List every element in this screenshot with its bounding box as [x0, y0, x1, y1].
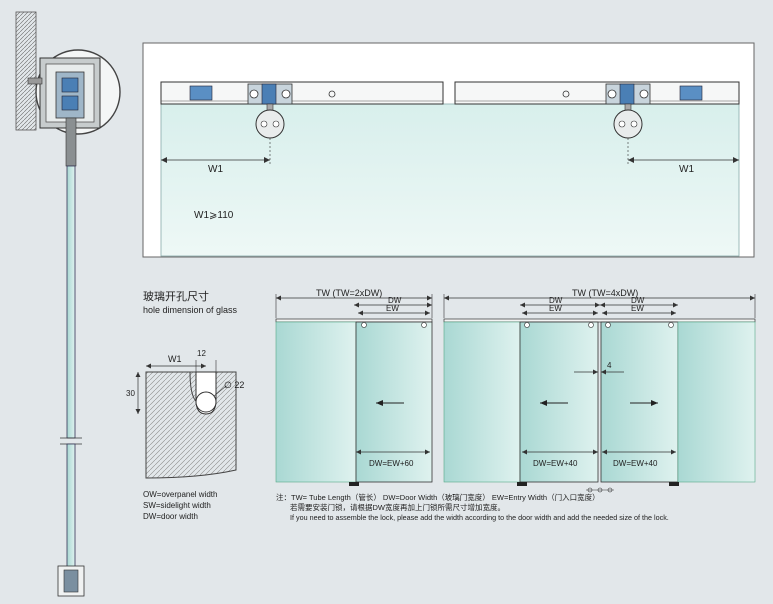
screw-right [562, 90, 570, 98]
hole-title-cn: 玻璃开孔尺寸 [143, 289, 209, 303]
door4-track [443, 318, 756, 323]
legend-dw: DW=door width [143, 512, 198, 521]
notes: 注：TW= Tube Length（管长） DW=Door Width（玻璃门宽… [276, 492, 669, 522]
depth-label: 30 [126, 389, 135, 398]
glass-clamp-right [613, 103, 643, 139]
door2-tw-label: TW (TW=2xDW) [316, 288, 382, 298]
door-4panel: TW (TW=4xDW) DW DW EW EW 4 DW=E [443, 288, 756, 493]
wall-hatch [15, 11, 37, 131]
door2-formula: DW=EW+60 [369, 459, 414, 468]
door4-formula-left: DW=EW+40 [533, 459, 578, 468]
screw-left [328, 90, 336, 98]
legend-ow: OW=overpanel width [143, 490, 217, 499]
hole-w1-label: W1 [168, 354, 182, 364]
hole-dimension: 玻璃开孔尺寸 hole dimension of glass W1 12 ∅ 2… [126, 289, 244, 521]
door4-center-link [586, 487, 614, 493]
door4-dw-left: DW [549, 296, 563, 305]
glass-panel-top [160, 103, 740, 257]
section-view [15, 11, 121, 597]
door2-floor-guide [349, 482, 359, 486]
door2-ew-label: EW [386, 304, 399, 313]
door4-fixed-left [443, 321, 521, 483]
glass-corner-hatch [145, 371, 237, 479]
roller-left [247, 83, 293, 105]
glass-panel-section-lower [66, 443, 76, 571]
bolt [27, 77, 43, 85]
door4-sliding-left [519, 321, 599, 483]
door4-floor-guide-left [517, 482, 527, 486]
door-2panel: TW (TW=2xDW) DW EW DW=EW+60 [275, 288, 433, 486]
slot-width-label: 12 [197, 349, 206, 358]
door4-sliding-right [600, 321, 679, 483]
legend-sw: SW=sidelight width [143, 501, 211, 510]
door4-ew-right: EW [631, 304, 644, 313]
door4-dw-right: DW [631, 296, 645, 305]
diameter-label: ∅ 22 [224, 380, 244, 390]
top-elevation: W1 W1 W1⩾110 [142, 42, 755, 258]
stopper-right [679, 85, 703, 101]
track-right [454, 81, 740, 105]
hanger-bolt [65, 117, 77, 167]
w1-label-right: W1 [679, 164, 694, 175]
w1-condition: W1⩾110 [194, 210, 234, 221]
hole-title-en: hole dimension of glass [143, 305, 238, 315]
door2-sliding-panel [355, 321, 433, 483]
track-left [160, 81, 444, 105]
glass-clamp-left [255, 103, 285, 139]
door2-track [275, 318, 433, 323]
door2-dw-label: DW [388, 296, 402, 305]
door4-fixed-right [677, 321, 756, 483]
note-line-2: 若需要安装门锁，请根据DW宽度再加上门锁所需尺寸增加宽度。 [290, 502, 505, 512]
glass-panel-section-upper [66, 165, 76, 439]
w1-label-left: W1 [208, 164, 223, 175]
door4-tw-label: TW (TW=4xDW) [572, 288, 638, 298]
door4-ew-left: EW [549, 304, 562, 313]
door2-fixed-panel [275, 321, 357, 483]
door4-floor-guide-right [669, 482, 679, 486]
door4-gap-label: 4 [607, 361, 612, 370]
note-line-1: 注：TW= Tube Length（管长） DW=Door Width（玻璃门宽… [276, 492, 600, 502]
roller-right [605, 83, 651, 105]
stopper-left [189, 85, 213, 101]
note-line-3: If you need to assemble the lock, please… [290, 513, 669, 522]
door4-formula-right: DW=EW+40 [613, 459, 658, 468]
